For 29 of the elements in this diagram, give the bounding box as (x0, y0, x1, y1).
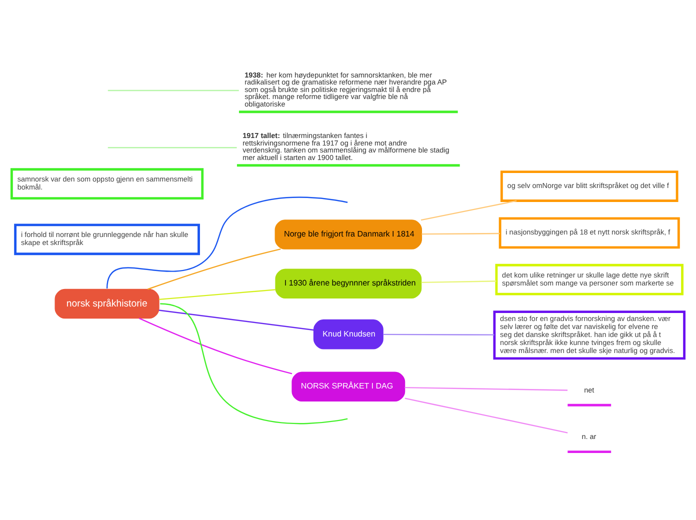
node-box: NORSK SPRÅKET I DAG (292, 371, 406, 401)
node-text: n. ar (582, 432, 596, 441)
node-text: net (584, 384, 594, 394)
node-box: samnorsk var den som oppsto gjenn en sammensmelti bokmål. (10, 168, 204, 200)
node-box: det kom ulike retninger ur skulle lage dette nye skrift spørsmålet som mange va personer som markerte se (495, 263, 684, 295)
connector (158, 288, 276, 300)
connector (160, 302, 348, 424)
node-text: 1938: her kom høydepunktet for samnorsktanken, ble mer radikalisert og de gramatiske reformene nær hverandre pga AP som også brukte sin politiske regjeringsmakt til å endre på språket. mange reforme tidligere var valgfrie ble nå obligatoriske (244, 70, 447, 108)
node-box: I 1930 årene begynnner språkstriden (275, 268, 422, 298)
connector (108, 89, 239, 91)
connector (106, 196, 348, 288)
node-box: i nasjonsbyggingen på 18 et nytt norsk skriftspråk, f (498, 216, 680, 248)
node-box: dsen sto for en gradvis fornorskning av dansken. vær selv lærer og følte det var naviskelig for elvene re seg det danske skriftspråket. han ide gikk ut på å t norsk skriftspråk ikke kunne tvinges frem og skulle være målsnær. men det skulle skje naturlig og gradvis. (493, 310, 686, 360)
node-box: i forhold til norrønt ble grunnleggende når han skulle skape et skriftspråk (14, 223, 200, 255)
connector (422, 232, 500, 234)
connector (404, 386, 568, 390)
connector (158, 309, 314, 330)
node-box: og selv omNorge var blitt skriftspråket og det ville f (500, 170, 678, 202)
connector (421, 280, 496, 283)
connector (420, 200, 517, 220)
connector (383, 333, 494, 335)
node-text: 1917 tallet: tilnærmingstanken fantes i rettskrivingsnormene fra 1917 og i årene mot andre verdenskrig. tanken om sammenslåing av målformene ble stadig mer aktuell i starten av 1900 tallet. (242, 130, 450, 162)
connector (108, 146, 237, 148)
node-box: Norge ble frigjort fra Danmark I 1814 (274, 219, 422, 249)
node-box: norsk språkhistorie (54, 288, 160, 318)
connector (138, 317, 292, 374)
connector (404, 397, 568, 433)
connector (147, 248, 281, 290)
node-box: Knud Knudsen (313, 318, 384, 349)
